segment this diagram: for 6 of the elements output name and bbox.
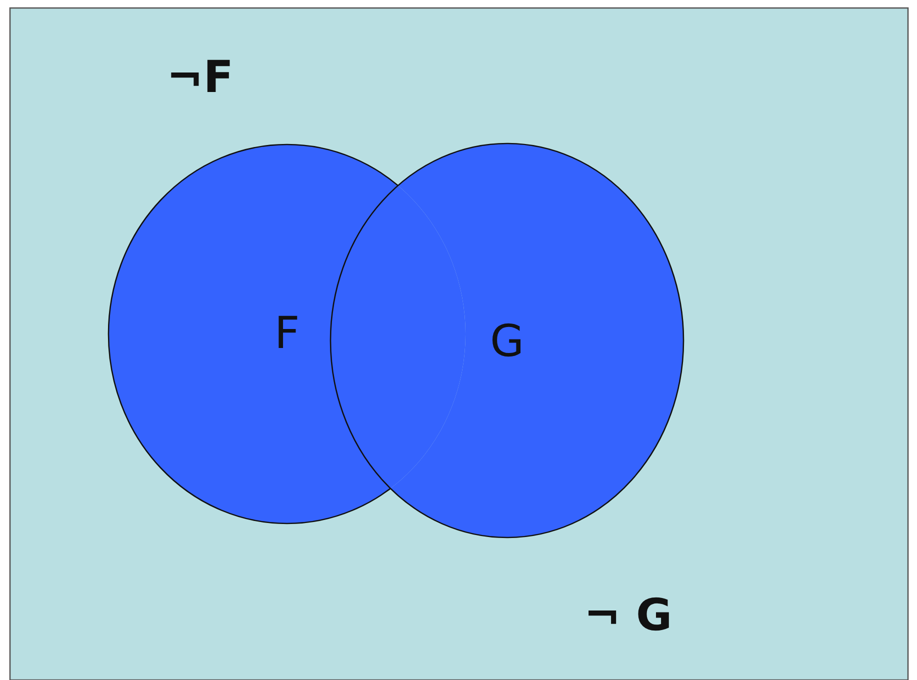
universe-rectangle	[10, 8, 908, 680]
set-label: F	[274, 312, 300, 356]
set-circle	[330, 143, 684, 538]
complement-label: ¬F	[166, 56, 234, 100]
complement-label: ¬ G	[584, 594, 672, 638]
set-label: G	[490, 320, 524, 364]
